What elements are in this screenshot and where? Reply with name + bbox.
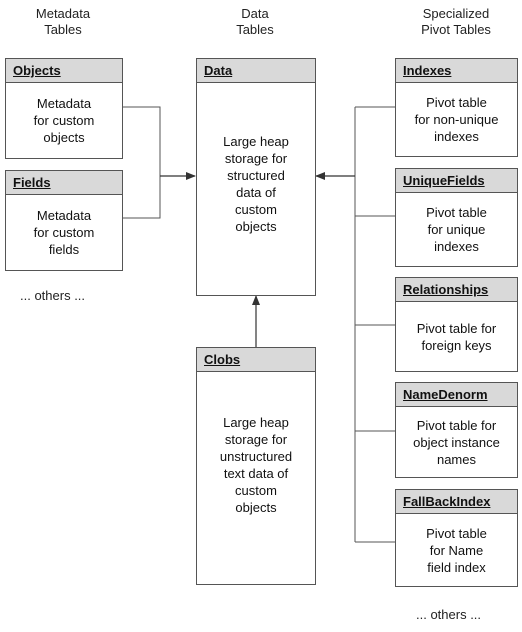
table-description: Pivot table for object instance names [413,417,500,467]
table-description: Pivot table for foreign keys [416,320,497,353]
table-fallbackindex: FallBackIndex Pivot table for Name field… [395,489,518,587]
table-title: Relationships [396,278,517,302]
others-pivot-label: ... others ... [416,607,482,622]
table-description: Pivot table for unique indexes [426,205,487,254]
table-title: Objects [6,59,122,83]
table-uniquefields: UniqueFields Pivot table for unique inde… [395,168,518,267]
table-objects: Objects Metadata for custom objects [5,58,123,159]
table-title: Indexes [396,59,517,83]
table-clobs: Clobs Large heap storage for unstructure… [196,347,316,585]
table-relationships: Relationships Pivot table for foreign ke… [395,277,518,372]
table-title: NameDenorm [396,383,517,407]
connector-objects [123,106,161,176]
table-fields: Fields Metadata for custom fields [5,170,123,271]
table-title: Data [197,59,315,83]
table-indexes: Indexes Pivot table for non-unique index… [395,58,518,157]
column-header-data: Data Tables [236,6,274,37]
table-title: Fields [6,171,122,195]
table-namedenorm: NameDenorm Pivot table for object instan… [395,382,518,478]
table-description: Pivot table for Name field index [426,525,487,575]
table-description: Metadata for custom objects [33,96,95,145]
table-title: Clobs [197,348,315,372]
table-data: Data Large heap storage for structured d… [196,58,316,296]
table-description: Large heap storage for unstructured text… [219,415,293,515]
table-title: UniqueFields [396,169,517,193]
table-description: Large heap storage for structured data o… [223,134,289,234]
table-description: Pivot table for non-unique indexes [414,95,499,144]
connector-fields [123,176,161,219]
column-header-pivot: Specialized Pivot Tables [421,6,491,37]
table-description: Metadata for custom fields [33,208,95,257]
table-title: FallBackIndex [396,490,517,514]
column-header-metadata: Metadata Tables [35,6,91,37]
others-metadata-label: ... others ... [20,288,86,303]
